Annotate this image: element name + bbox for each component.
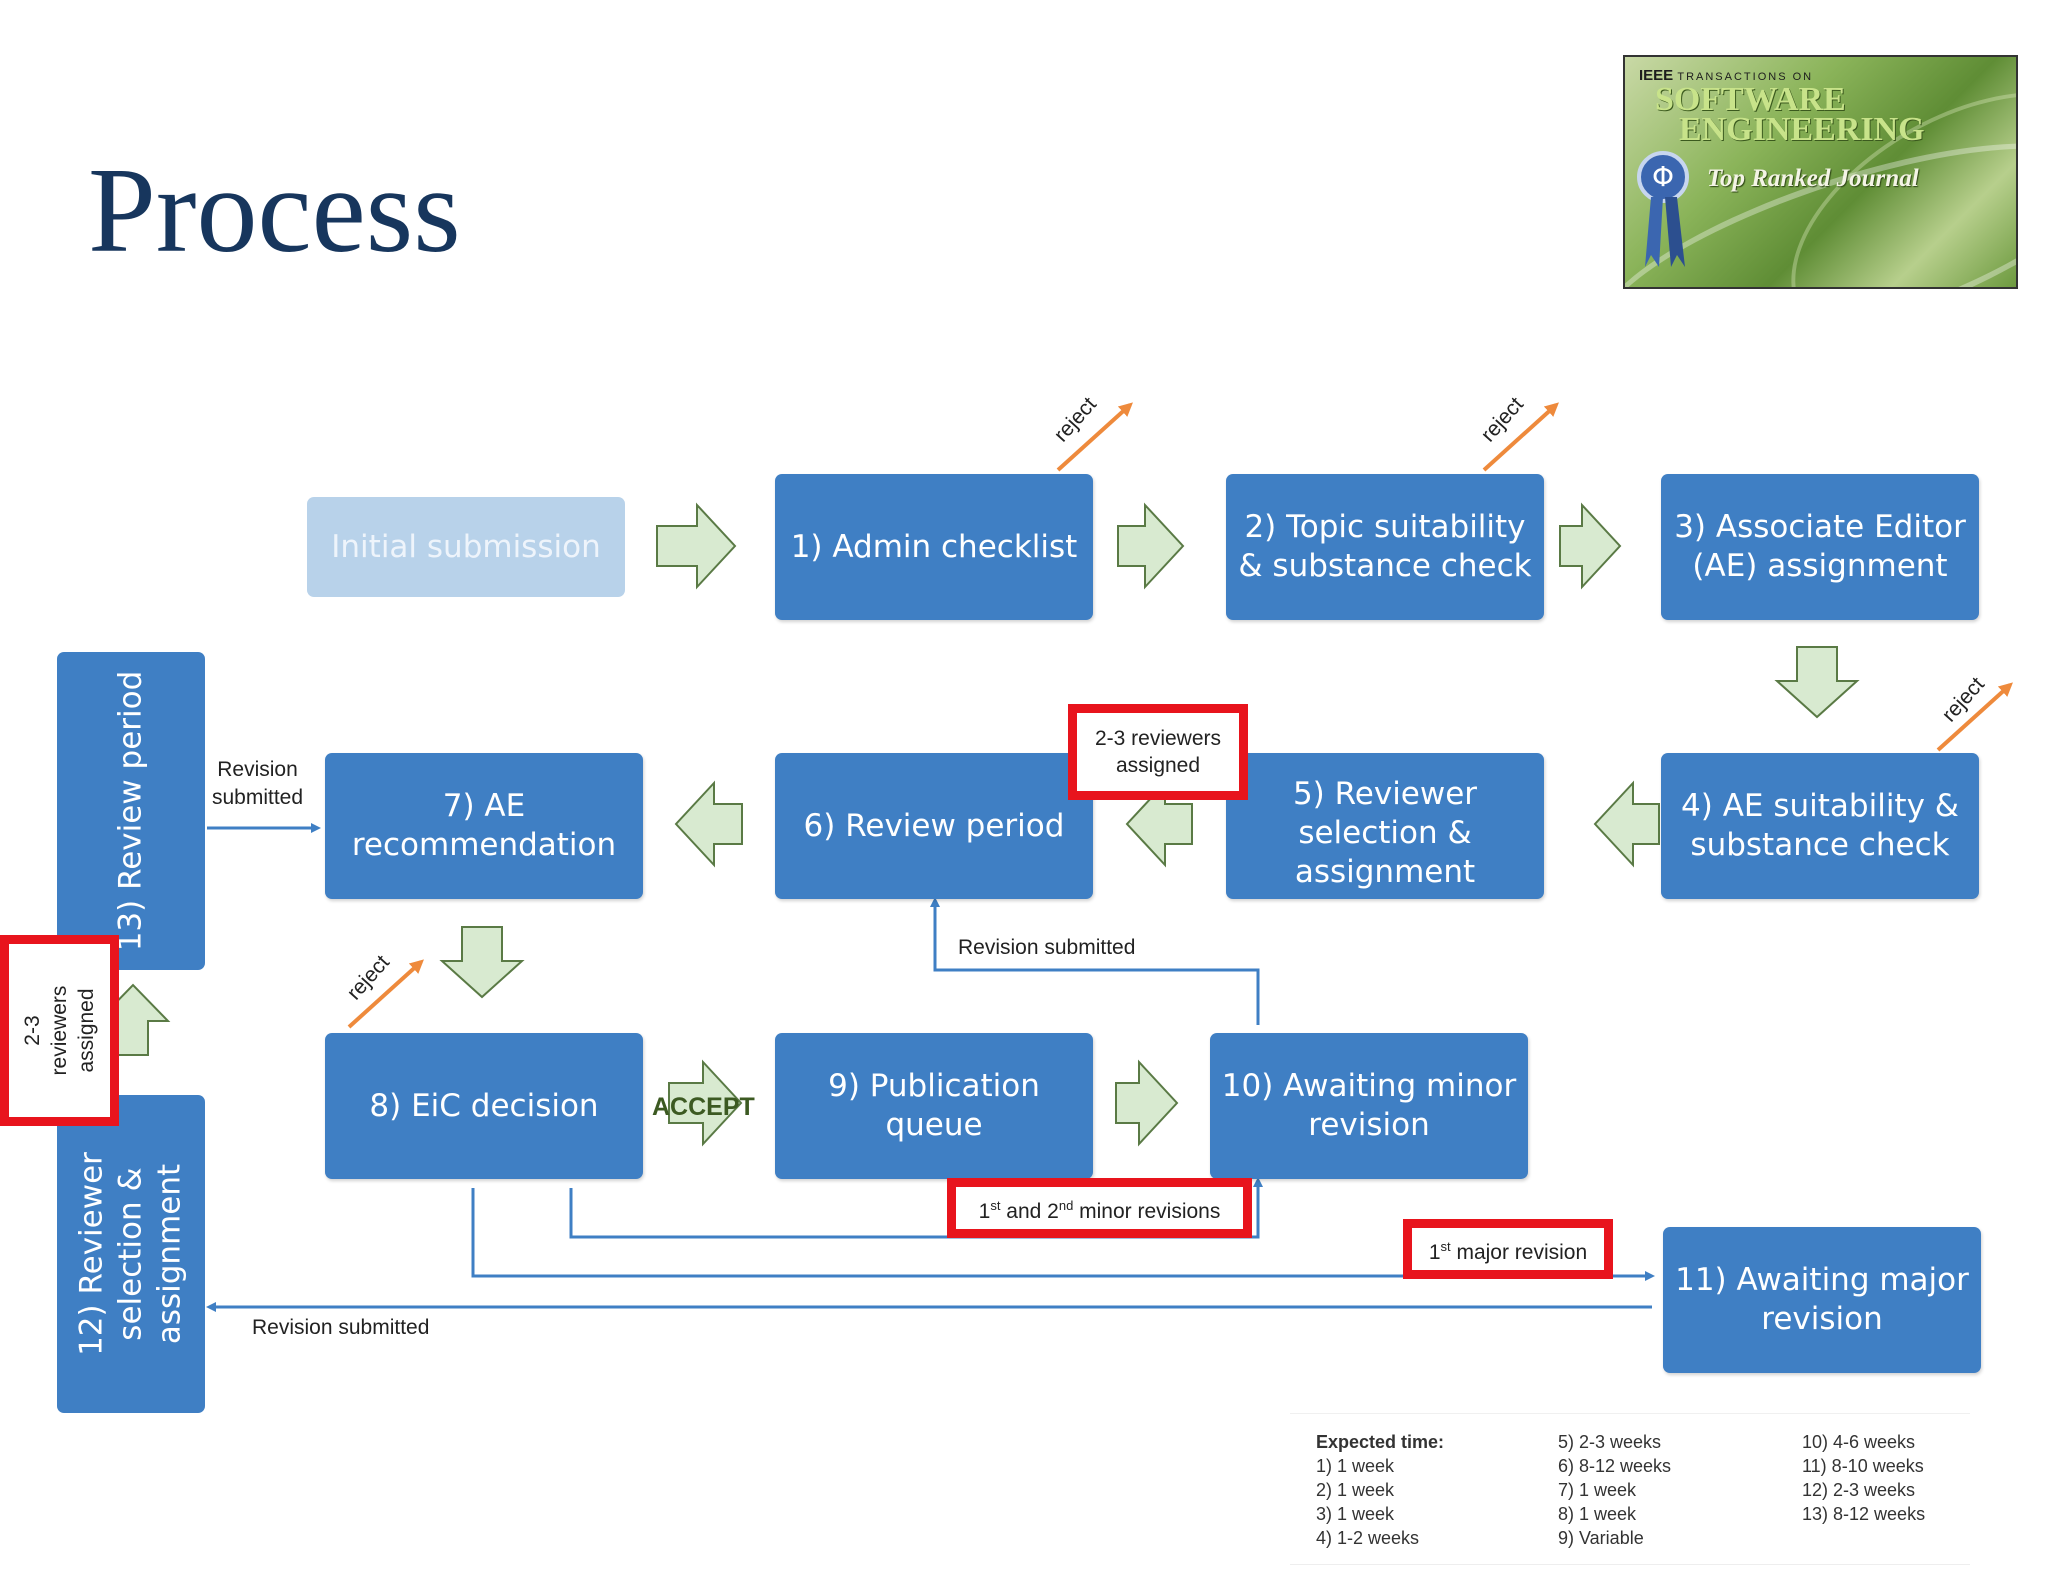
- badge-glyph: Φ: [1651, 160, 1675, 193]
- legend-item: 13) 8-12 weeks: [1802, 1504, 1926, 1524]
- reviewers-assigned-text-left: 2-3 reviewers assigned: [21, 985, 98, 1076]
- legend-item: 5) 2-3 weeks: [1558, 1432, 1662, 1452]
- step-11-label: 11) Awaiting major revision: [1675, 1262, 1969, 1337]
- step-2-topic-check: 2) Topic suitability & substance check: [1226, 474, 1544, 620]
- logo-transactions: TRANSACTIONS ON: [1677, 71, 1814, 83]
- flow-arrow-right-9: [1115, 1059, 1179, 1147]
- legend-item: 2) 1 week: [1316, 1480, 1395, 1500]
- step-10-awaiting-minor: 10) Awaiting minor revision: [1210, 1033, 1528, 1179]
- step-5-label: 5) Reviewer selection & assignment: [1292, 775, 1478, 890]
- legend-item: 9) Variable: [1558, 1528, 1644, 1548]
- flow-arrow-right-initial: [656, 502, 737, 590]
- reviewers-assigned-highlight-left: 2-3 reviewers assigned: [0, 935, 119, 1126]
- step-1-label: 1) Admin checklist: [790, 528, 1078, 565]
- accept-label: ACCEPT: [652, 1093, 755, 1121]
- step-7-ae-recommendation: 7) AE recommendation: [325, 753, 643, 899]
- legend-col-3: 10) 4-6 weeks 11) 8-10 weeks 12) 2-3 wee…: [1802, 1430, 1925, 1526]
- legend-item: 11) 8-10 weeks: [1802, 1456, 1924, 1476]
- step-13-label: 13) Review period: [112, 670, 149, 952]
- reviewers-assigned-highlight: 2-3 reviewers assigned: [1068, 704, 1248, 800]
- expected-time-legend: Expected time: 1) 1 week 2) 1 week 3) 1 …: [1290, 1413, 1970, 1565]
- legend-col-2: 5) 2-3 weeks 6) 8-12 weeks 7) 1 week 8) …: [1558, 1430, 1671, 1550]
- step-6-label: 6) Review period: [803, 807, 1065, 844]
- legend-col-1: Expected time: 1) 1 week 2) 1 week 3) 1 …: [1316, 1430, 1444, 1550]
- legend-heading: Expected time:: [1316, 1432, 1445, 1452]
- step-8-eic-decision: 8) EiC decision: [325, 1033, 643, 1179]
- minor-revisions-text: 1st and 2nd minor revisions: [978, 1197, 1221, 1223]
- step-11-awaiting-major: 11) Awaiting major revision: [1663, 1227, 1981, 1373]
- revision-submitted-label-13: Revision submitted: [212, 758, 304, 809]
- major-revision-highlight: 1st major revision: [1403, 1219, 1613, 1279]
- major-revision-text: 1st major revision: [1428, 1238, 1588, 1264]
- flow-arrow-down-3: [1774, 646, 1860, 719]
- step-4-label: 4) AE suitability & substance check: [1681, 788, 1959, 863]
- flow-arrow-left-5: [1125, 780, 1193, 868]
- logo-software: SOFTWARE: [1655, 81, 1846, 118]
- legend-item: 10) 4-6 weeks: [1802, 1432, 1916, 1452]
- minor-revisions-highlight: 1st and 2nd minor revisions: [947, 1178, 1252, 1238]
- reject-arrow-4: [1936, 682, 2013, 752]
- step-2-label: 2) Topic suitability & substance check: [1238, 509, 1532, 584]
- step-7-label: 7) AE recommendation: [351, 788, 617, 863]
- legend-item: 3) 1 week: [1316, 1504, 1395, 1524]
- ribbon-badge-icon: Φ: [1637, 151, 1689, 203]
- ribbon-tails-icon: [1645, 197, 1685, 267]
- step-1-admin-checklist: 1) Admin checklist: [775, 474, 1093, 620]
- legend-item: 1) 1 week: [1316, 1456, 1395, 1476]
- flow-arrow-right-8: [668, 1059, 743, 1147]
- reject-arrow-1: [1056, 402, 1133, 472]
- reject-arrow-8: [347, 959, 424, 1029]
- step-8-label: 8) EiC decision: [369, 1087, 599, 1124]
- legend-item: 8) 1 week: [1558, 1504, 1637, 1524]
- step-9-publication-queue: 9) Publication queue: [775, 1033, 1093, 1179]
- step-5-reviewer-selection: 5) Reviewer selection & assignment: [1226, 753, 1544, 899]
- step-10-label: 10) Awaiting minor revision: [1221, 1068, 1517, 1143]
- legend-item: 4) 1-2 weeks: [1316, 1528, 1420, 1548]
- logo-tagline: Top Ranked Journal: [1707, 165, 1919, 192]
- logo-engineering: ENGINEERING: [1679, 111, 1925, 148]
- legend-item: 12) 2-3 weeks: [1802, 1480, 1916, 1500]
- flow-arrow-down-7: [439, 926, 525, 999]
- step-initial-label: Initial submission: [331, 528, 601, 565]
- journal-logo: IEEE TRANSACTIONS ON SOFTWARE ENGINEERIN…: [1623, 55, 2018, 289]
- logo-ieee: IEEE: [1639, 67, 1674, 84]
- reviewers-assigned-text: 2-3 reviewers assigned: [1094, 727, 1222, 777]
- flow-arrow-right-2: [1559, 502, 1622, 590]
- step-3-label: 3) Associate Editor (AE) assignment: [1674, 509, 1966, 584]
- connector-8-to-11-major: [471, 1188, 1655, 1281]
- step-initial-submission: Initial submission: [307, 497, 625, 597]
- step-12-label: 12) Reviewer selection & assignment: [73, 1152, 188, 1356]
- revision-submitted-label-11: Revision submitted: [252, 1316, 430, 1339]
- step-3-ae-assignment: 3) Associate Editor (AE) assignment: [1661, 474, 1979, 620]
- revision-submitted-label-10: Revision submitted: [958, 936, 1136, 959]
- reject-arrow-2: [1482, 402, 1559, 472]
- flow-arrow-left-6: [674, 780, 743, 868]
- connector-8-to-10-minor: [569, 1177, 1263, 1239]
- page-title: Process: [88, 143, 461, 278]
- step-12-reviewer-selection: 12) Reviewer selection & assignment: [57, 1095, 205, 1413]
- step-4-ae-check: 4) AE suitability & substance check: [1661, 753, 1979, 899]
- legend-item: 6) 8-12 weeks: [1558, 1456, 1672, 1476]
- step-6-review-period: 6) Review period: [775, 753, 1093, 899]
- step-9-label: 9) Publication queue: [828, 1068, 1040, 1143]
- connector-10-to-6: [930, 897, 1260, 1025]
- flow-arrow-left-4: [1593, 780, 1660, 868]
- flow-arrow-right-1: [1117, 502, 1185, 590]
- legend-item: 7) 1 week: [1558, 1480, 1637, 1500]
- step-13-review-period: 13) Review period: [57, 652, 205, 970]
